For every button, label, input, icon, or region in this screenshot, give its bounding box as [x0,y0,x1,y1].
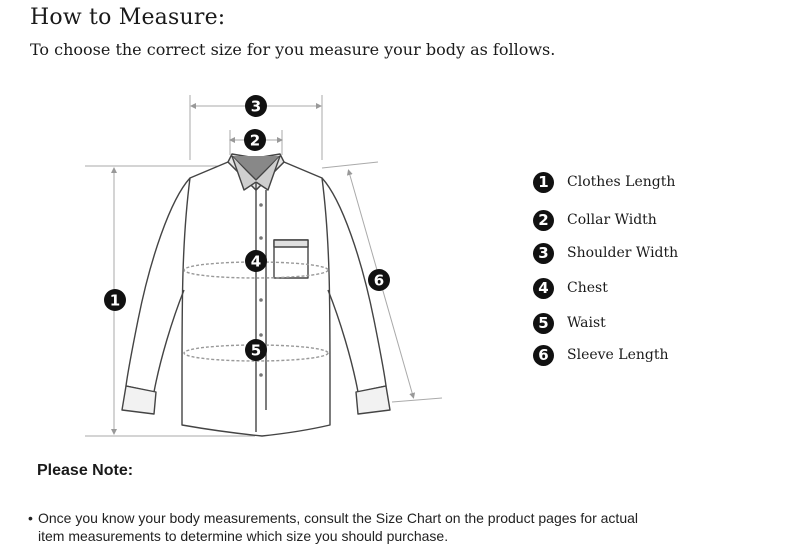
legend-label: Clothes Length [567,174,676,190]
marker-label: 4 [251,253,261,271]
marker-label: 6 [374,272,384,290]
legend-item-clothes-length: 1 Clothes Length [533,170,675,194]
legend-label: Sleeve Length [567,347,669,363]
legend-label: Shoulder Width [567,245,679,261]
page-title: How to Measure: [30,5,226,30]
legend-label: Chest [567,280,608,296]
legend-label: Waist [567,315,606,331]
marker-label: 3 [251,98,261,116]
number-badge: 3 [533,242,554,264]
legend-item-waist: 5 Waist [533,311,606,335]
marker-sleeve-length: 6 [368,269,390,291]
number-badge: 1 [533,171,554,193]
bullet-icon: • [28,510,33,526]
legend-item-collar-width: 2 Collar Width [533,208,657,232]
page-subtitle: To choose the correct size for you measu… [30,40,556,59]
marker-label: 2 [250,132,260,150]
number-badge: 4 [533,277,554,299]
legend-item-shoulder-width: 3 Shoulder Width [533,241,678,265]
number-badge: 6 [533,344,554,366]
note-heading: Please Note: [37,462,134,479]
number-badge: 2 [533,209,554,231]
shirt-buttons [259,203,263,377]
legend-label: Collar Width [567,212,657,228]
marker-chest: 4 [245,250,267,272]
note-text: Once you know your body measurements, co… [38,510,638,544]
marker-waist: 5 [245,339,267,361]
marker-collar-width: 2 [244,129,266,151]
note-paragraph: • Once you know your body measurements, … [28,509,668,545]
legend-item-chest: 4 Chest [533,276,608,300]
marker-shoulder-width: 3 [245,95,267,117]
legend-item-sleeve-length: 6 Sleeve Length [533,343,669,367]
marker-label: 5 [251,342,261,360]
marker-label: 1 [110,292,120,310]
number-badge: 5 [533,312,554,334]
marker-clothes-length: 1 [104,289,126,311]
shirt-outline-icon [121,153,391,437]
